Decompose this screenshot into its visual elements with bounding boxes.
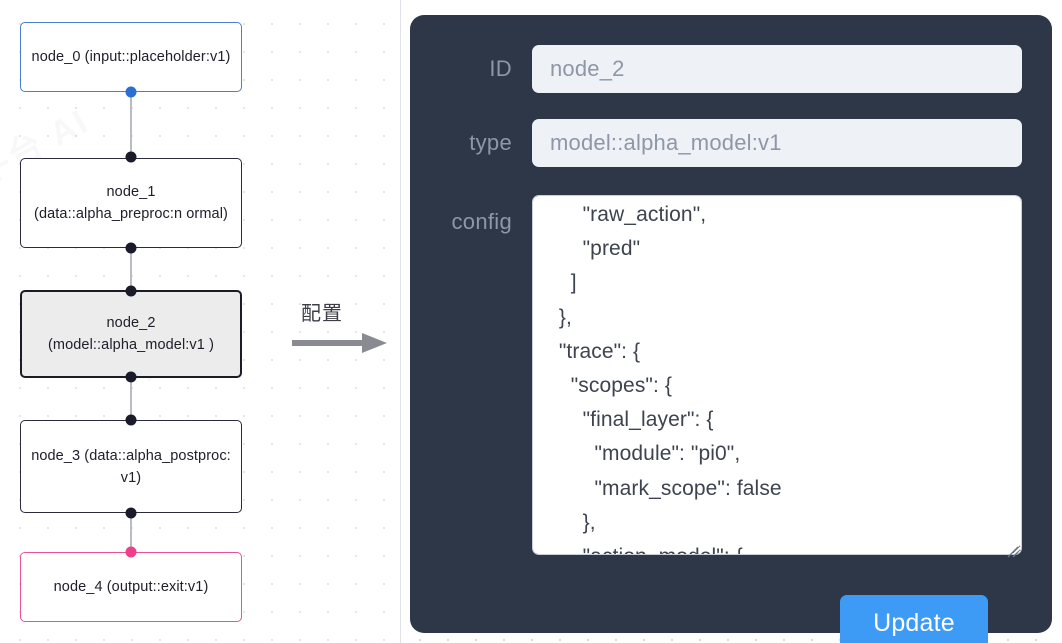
graph-node-node_1[interactable]: node_1 (data::alpha_preproc:n ormal) [20,158,242,248]
update-button[interactable]: Update [840,595,988,643]
edge-node3-node4 [130,512,132,552]
graph-node-label: node_2 (model::alpha_model:v1 ) [47,315,214,353]
edge-node0-node1 [130,90,132,160]
field-row-id: ID [430,45,1022,93]
node-handle-output-node_3[interactable] [125,507,137,519]
graph-node-node_4[interactable]: node_4 (output::exit:v1) [20,552,242,622]
field-row-type: type [430,119,1022,167]
config-textarea[interactable]: "raw_action", "pred" ] }, "trace": { "sc… [532,195,1022,555]
node-handle-input-node_4[interactable] [125,546,137,558]
node-handle-output-node_0[interactable] [125,86,137,98]
config-field-label: config [451,209,512,234]
type-input[interactable] [532,119,1022,167]
right-arrow-icon [292,333,387,353]
graph-node-node_3[interactable]: node_3 (data::alpha_postproc: v1) [20,420,242,513]
node-handle-input-node_2[interactable] [125,285,137,297]
field-row-config: config "raw_action", "pred" ] }, "trace"… [430,195,1022,560]
node-handle-input-node_3[interactable] [125,414,137,426]
node-handle-output-node_1[interactable] [125,242,137,254]
type-field-label: type [469,130,512,155]
flow-caption: 配置 [301,303,343,325]
id-field-label: ID [489,56,512,81]
graph-node-label: node_4 (output::exit:v1) [53,579,209,595]
graph-node-node_0[interactable]: node_0 (input::placeholder:v1) [20,22,242,92]
node-handle-input-node_1[interactable] [125,151,137,163]
id-input[interactable] [532,45,1022,93]
graph-node-node_2[interactable]: node_2 (model::alpha_model:v1 ) [20,290,242,378]
graph-node-label: node_1 (data::alpha_preproc:n ormal) [34,184,228,222]
panel-divider [400,0,401,643]
node-handle-output-node_2[interactable] [125,371,137,383]
node-config-panel: ID type config "raw_action", "pred" ] },… [410,15,1052,643]
edge-node2-node3 [130,376,132,420]
edge-node1-node2 [130,246,132,294]
graph-node-label: node_0 (input::placeholder:v1) [31,49,231,65]
graph-node-label: node_3 (data::alpha_postproc: v1) [31,447,231,486]
